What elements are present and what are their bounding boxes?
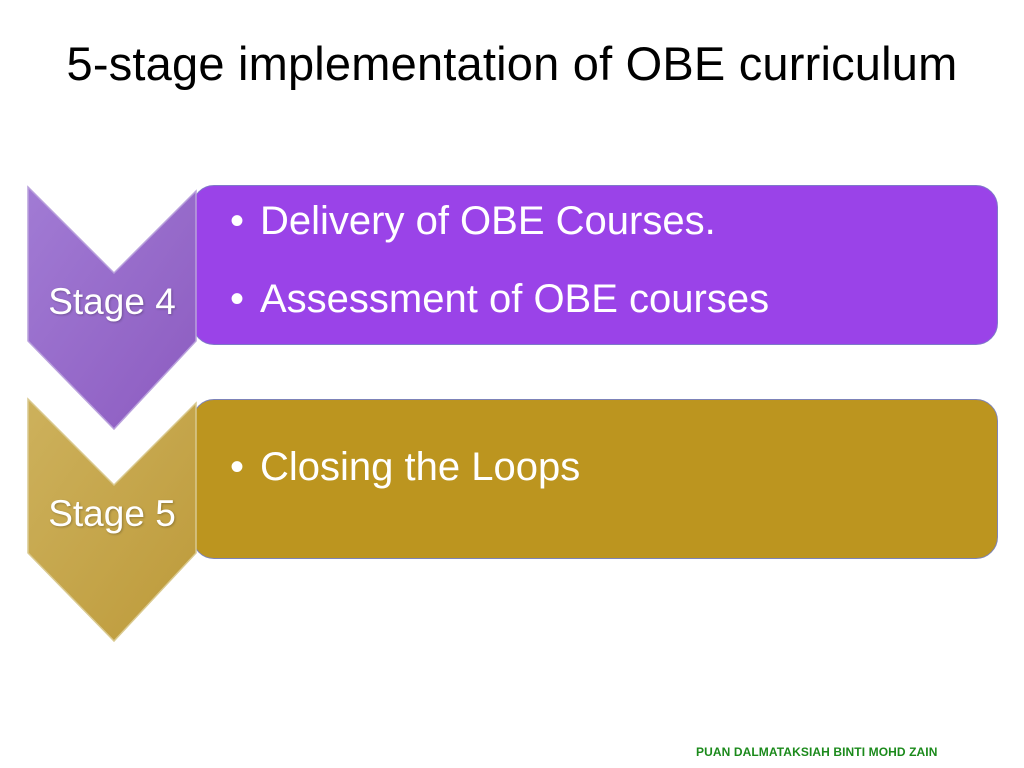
list-item: • Closing the Loops [230, 447, 580, 487]
list-item: • Delivery of OBE Courses. [230, 201, 769, 241]
bullet-text: Delivery of OBE Courses. [260, 199, 716, 243]
stage-5-bullet-list: • Closing the Loops [230, 447, 580, 525]
stage-4-content-box [192, 185, 998, 345]
stage-5-chevron [27, 397, 197, 643]
bullet-icon: • [230, 199, 245, 243]
stage-4-label: Stage 4 [48, 281, 176, 322]
bullet-text: Closing the Loops [260, 445, 581, 489]
stage-4-row: Stage 4 • Delivery of OBE Courses. • Asses… [0, 185, 1024, 435]
stage-4-chevron [27, 185, 197, 431]
list-item: • Assessment of OBE courses [230, 279, 769, 319]
stage-5-content-box [192, 399, 998, 559]
bullet-icon: • [230, 277, 245, 321]
stage-5-label: Stage 5 [48, 493, 176, 534]
footer-credit: PUAN DALMATAKSIAH BINTI MOHD ZAIN [696, 745, 938, 759]
bullet-text: Assessment of OBE courses [260, 277, 770, 321]
stage-4-bullet-list: • Delivery of OBE Courses. • Assessment of… [230, 201, 769, 357]
bullet-icon: • [230, 445, 245, 489]
stage-5-row: Stage 5 • Closing the Loops [0, 397, 1024, 647]
slide-title: 5-stage implementation of OBE curriculum [66, 37, 958, 90]
